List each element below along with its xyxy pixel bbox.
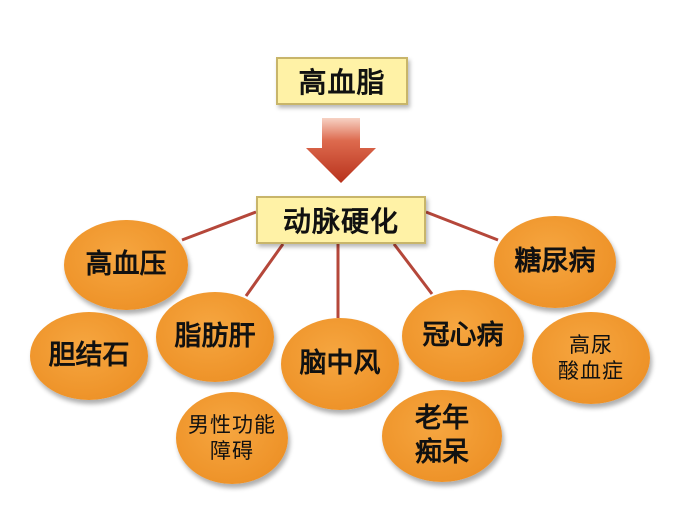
- node-dementia: 老年 痴呆: [382, 390, 502, 482]
- center-node-label: 动脉硬化: [282, 205, 399, 238]
- top-node-label: 高血脂: [298, 66, 386, 99]
- node-hypertension: 高血压: [64, 220, 188, 310]
- node-fatty-liver: 脂肪肝: [156, 292, 274, 382]
- connector-hypertension: [181, 210, 257, 242]
- node-ed-line1: 男性功能: [188, 412, 276, 437]
- node-stroke-label: 脑中风: [299, 348, 381, 380]
- connector-fatty-liver: [244, 243, 285, 297]
- node-hyperuricemia: 高尿 酸血症: [532, 312, 650, 404]
- node-dementia-line1: 老年: [415, 403, 469, 435]
- node-gallstone-label: 胆结石: [48, 340, 130, 372]
- top-node-hyperlipidemia: 高血脂: [276, 57, 408, 105]
- node-coronary-label: 冠心病: [422, 320, 504, 352]
- node-coronary: 冠心病: [402, 290, 524, 382]
- node-ed-line2: 障碍: [210, 439, 254, 463]
- node-gallstone: 胆结石: [30, 312, 148, 400]
- node-dementia-line2: 痴呆: [415, 437, 469, 468]
- down-arrow-icon: [306, 118, 376, 183]
- node-ed: 男性功能 障碍: [176, 392, 288, 484]
- center-node-atherosclerosis: 动脉硬化: [256, 196, 426, 244]
- node-fatty-liver-label: 脂肪肝: [174, 321, 256, 353]
- node-diabetes: 糖尿病: [494, 216, 616, 308]
- node-hypertension-label: 高血压: [85, 249, 167, 281]
- connector-diabetes: [425, 210, 499, 242]
- node-diabetes-label: 糖尿病: [514, 246, 596, 278]
- connector-coronary: [392, 243, 434, 295]
- node-stroke: 脑中风: [281, 318, 399, 410]
- node-hyperuricemia-line1: 高尿: [569, 332, 613, 357]
- node-hyperuricemia-line2: 酸血症: [558, 359, 624, 383]
